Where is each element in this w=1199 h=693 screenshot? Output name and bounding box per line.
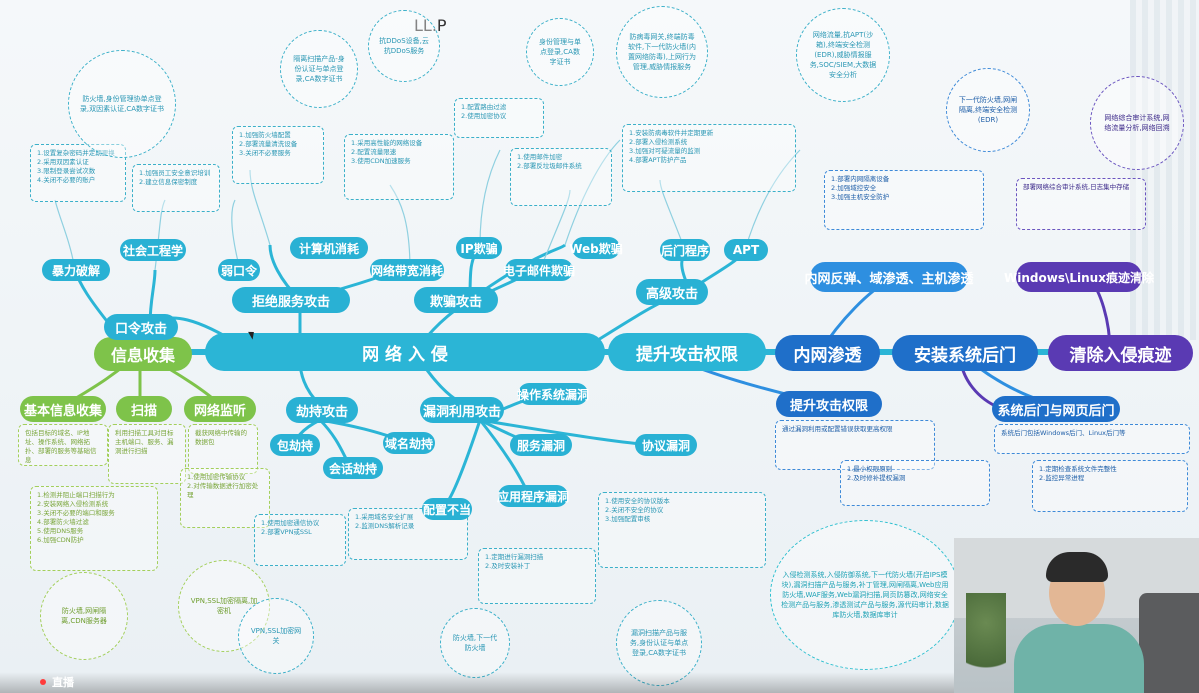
trunk-clear-traces[interactable]: 清除入侵痕迹 [1048,335,1193,371]
advanced-attack-node[interactable]: 高级攻击 [636,279,708,305]
trunk-escalate-privilege[interactable]: 提升攻击权限 [608,333,766,371]
weak-password-node[interactable]: 弱口令 [218,259,260,281]
packet-hijack-node[interactable]: 包劫持 [270,434,320,456]
email-spoofing-node[interactable]: 电子邮件欺骗 [505,259,573,281]
live-label: 直播 [52,674,74,690]
webcam-person-hair [1046,552,1108,582]
webcam-chair [1139,593,1199,693]
dos-scan-bubble: 隔离扫描产品-身份认证与单点登录,CA数字证书 [280,30,358,108]
social-engineering-node[interactable]: 社会工程学 [120,239,186,261]
backdoor-program-node[interactable]: 后门程序 [660,239,710,261]
system-web-backdoor-node[interactable]: 系统后门与网页后门 [992,396,1120,422]
password-identity-bubble: 防火墙,身份管理协单点登录,双因素认证,CA数字证书 [68,50,176,158]
anti-ddos-bubble: 抗DDoS设备,云抗DDoS服务 [368,10,440,82]
apt-defense-bubble: 网络流量,抗APT(沙箱),终端安全检测(EDR),威胁情报服务,SOC/SIE… [796,8,890,102]
scan-node[interactable]: 扫描 [116,396,172,422]
info-gathering-node[interactable]: 信息收集 [94,337,192,371]
protocol-vuln-node[interactable]: 协议漏洞 [635,434,697,456]
basic-info-node[interactable]: 基本信息收集 [20,396,106,422]
scan-note: 利用扫描工具对目标主机端口、服务、漏洞进行扫描 [108,424,186,484]
audit-bubble: 网络综合审计系统,网络流量分析,网络回溯 [1090,76,1184,170]
dos-attack-node[interactable]: 拒绝服务攻击 [232,287,350,313]
apt-node[interactable]: APT [724,239,768,261]
intrusion-defense-bubble: 入侵检测系统,入侵防御系统,下一代防火墙(开启IPS模块),漏洞扫描产品与服务,… [770,520,960,670]
trunk-lateral-movement[interactable]: 内网渗透 [775,335,880,371]
bandwidth-consume-node[interactable]: 网络带宽消耗 [370,259,444,281]
webcam-plant [966,593,1006,693]
vpn-ssl-gateway-bubble: VPN,SSL加密网关 [238,598,314,674]
resource-consume-node[interactable]: 计算机消耗 [290,237,368,259]
webcam-person-body [1014,624,1144,693]
anti-virus-bubble: 防病毒网关,终端防毒软件,下一代防火墙(内置网络防毒),上网行为管理,威胁情报服… [616,6,708,98]
trunk-install-backdoor[interactable]: 安装系统后门 [892,335,1038,371]
inner-firewall-bubble: 下一代防火墙,网闸隔离,终端安全检测(EDR) [946,68,1030,152]
live-indicator[interactable]: 直播 [40,674,74,690]
session-hijack-node[interactable]: 会话劫持 [323,457,383,479]
web-spoofing-node[interactable]: Web欺骗 [572,237,620,259]
ip-spoofing-node[interactable]: IP欺骗 [456,237,502,259]
trunk-network-intrusion[interactable]: 网 络 入 侵 [205,333,605,371]
brute-force-node[interactable]: 暴力破解 [42,259,110,281]
vuln-firewall-bubble: 防火墙,下一代防火墙 [440,608,510,678]
app-vuln-node[interactable]: 应用程序漏洞 [498,485,568,507]
hijack-attack-node[interactable]: 劫持攻击 [286,397,358,423]
backdoor-note: 系统后门包括Windows后门、Linux后门等 [994,424,1190,454]
misconfig-node[interactable]: 配置不当 [422,498,472,520]
inner-network-node[interactable]: 内网反弹、域渗透、主机渗透 [810,262,968,292]
basic-info-note: 包括目标的域名、IP地址、操作系统、网络拓扑、部署的服务等基础信息 [18,424,108,466]
live-dot-icon [40,679,46,685]
password-attack-node[interactable]: 口令攻击 [104,314,178,340]
win-linux-clean-node[interactable]: Windows\Linux痕迹清除 [1016,262,1142,292]
network-monitor-node[interactable]: 网络监听 [184,396,256,422]
spoofing-attack-node[interactable]: 欺骗攻击 [414,287,498,313]
clean-defense-note: 部署网络综合审计系统,日志集中存储 [1016,178,1146,230]
domain-hijack-node[interactable]: 域名劫持 [383,432,435,454]
service-vuln-node[interactable]: 服务漏洞 [510,434,572,456]
firewall-cdn-bubble: 防火墙,网闸隔离,CDN服务器 [40,572,128,660]
monitor-note: 截获网络中传输的数据包 [188,424,258,474]
video-control-bar [0,672,954,693]
fraud-identity-bubble: 身份管理与单点登录,CA数字证书 [526,18,594,86]
webcam-overlay [954,538,1199,693]
escalate-privilege-node[interactable]: 提升攻击权限 [776,391,882,417]
os-vuln-node[interactable]: 操作系统漏洞 [518,383,588,405]
vuln-exploit-node[interactable]: 漏洞利用攻击 [420,397,504,423]
